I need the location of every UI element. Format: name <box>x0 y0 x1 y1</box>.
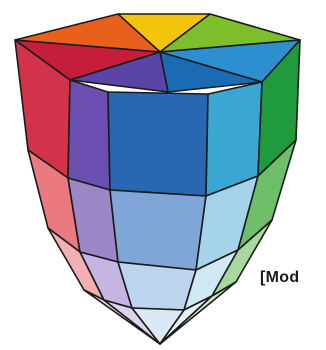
band1-violet <box>68 80 110 190</box>
band1-blue-front <box>108 92 208 196</box>
band3-blue-front <box>118 262 196 310</box>
partial-caption: [Mod <box>260 269 299 287</box>
band2-blue-front <box>110 190 206 270</box>
